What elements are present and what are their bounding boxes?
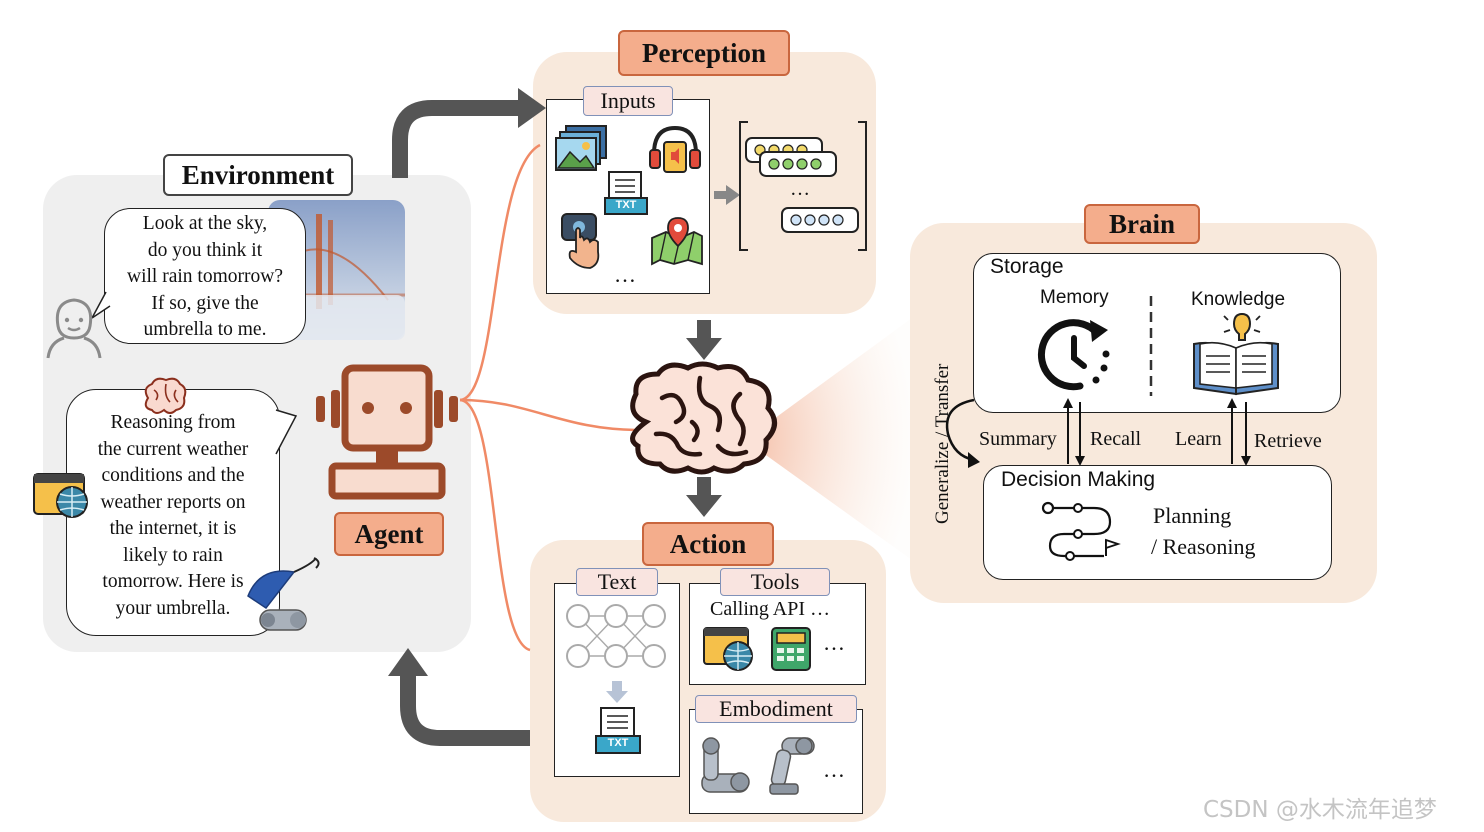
generalize-transfer-label: Generalize / Transfer bbox=[932, 363, 953, 524]
neural-network-icon bbox=[566, 604, 666, 668]
embodiment-more-ellipsis: … bbox=[823, 757, 845, 782]
agent-speech-line: tomorrow. Here is bbox=[102, 571, 244, 592]
agent-speech-line: the current weather bbox=[97, 438, 249, 460]
vectors-more-ellipsis: … bbox=[790, 178, 810, 200]
storage-box bbox=[973, 253, 1341, 413]
calling-api-label: Calling API … bbox=[710, 598, 831, 620]
brain-title: Brain bbox=[1084, 204, 1200, 244]
storage-divider bbox=[1149, 296, 1153, 396]
planning-label: Planning bbox=[1153, 503, 1232, 528]
audio-headphones-icon bbox=[649, 125, 701, 173]
txt-icon-text: TXT bbox=[615, 199, 637, 211]
embodiment-label: Embodiment bbox=[695, 695, 857, 723]
web-api-icon bbox=[703, 627, 753, 671]
perception-title: Perception bbox=[618, 30, 790, 76]
user-speech-line: If so, give the bbox=[151, 292, 259, 314]
agent-label: Agent bbox=[334, 512, 444, 556]
agent-speech-line: your umbrella. bbox=[115, 597, 231, 619]
user-speech-line: umbrella to me. bbox=[143, 319, 267, 340]
touch-hand-icon bbox=[561, 213, 600, 269]
user-speech-bubble: Look at the sky, do you think it will ra… bbox=[104, 208, 306, 344]
agent-bubble-tail bbox=[275, 409, 298, 455]
user-speech-line: Look at the sky, bbox=[142, 213, 268, 234]
images-icon bbox=[555, 125, 607, 171]
robot-arm-icon-2 bbox=[769, 737, 815, 795]
agent-robot-icon bbox=[316, 364, 458, 500]
txt-output-icon: TXT bbox=[595, 707, 641, 758]
action-to-env-arrow bbox=[400, 672, 530, 746]
user-speech-line: will rain tomorrow? bbox=[127, 266, 283, 287]
txt-document-icon: TXT bbox=[604, 171, 648, 218]
user-person-icon bbox=[46, 298, 102, 359]
text-action-label: Text bbox=[576, 568, 658, 596]
robot-arm-icon-1 bbox=[701, 737, 750, 793]
web-browser-icon bbox=[33, 473, 88, 518]
embedding-vectors-icon bbox=[739, 121, 867, 251]
action-title: Action bbox=[642, 522, 774, 566]
agent-to-brain-curve bbox=[459, 398, 641, 432]
brain-beam bbox=[745, 318, 912, 560]
calculator-icon bbox=[771, 627, 811, 671]
learn-label: Learn bbox=[1175, 428, 1222, 450]
central-brain-icon bbox=[630, 361, 777, 475]
map-location-icon bbox=[651, 217, 703, 266]
memory-clock-icon bbox=[1038, 319, 1110, 391]
recall-label: Recall bbox=[1090, 428, 1142, 450]
reasoning-label: / Reasoning bbox=[1151, 534, 1256, 559]
user-speech-line: do you think it bbox=[147, 239, 263, 261]
decision-making-label: Decision Making bbox=[1001, 468, 1156, 491]
env-to-perception-arrow bbox=[392, 100, 522, 178]
retrieve-label: Retrieve bbox=[1254, 430, 1322, 452]
storage-label: Storage bbox=[990, 255, 1064, 278]
agent-to-action-curve bbox=[459, 398, 531, 652]
agent-speech-bubble: Reasoning from the current weather condi… bbox=[66, 389, 280, 636]
csdn-watermark: CSDN @水木流年追梦 bbox=[1203, 797, 1437, 823]
knowledge-book-icon bbox=[1193, 312, 1279, 396]
storage-decision-arrows bbox=[1063, 398, 1251, 466]
agent-to-perception-curve bbox=[459, 143, 541, 402]
inputs-label: Inputs bbox=[583, 86, 673, 116]
knowledge-label: Knowledge bbox=[1191, 289, 1286, 310]
inputs-to-vectors-arrow bbox=[714, 185, 740, 205]
agent-speech-line: weather reports on bbox=[100, 491, 246, 513]
memory-label: Memory bbox=[1040, 287, 1109, 308]
tools-more-ellipsis: … bbox=[823, 630, 845, 655]
planning-route-icon bbox=[1041, 501, 1121, 561]
environment-title: Environment bbox=[163, 154, 353, 196]
brain-small-icon bbox=[144, 377, 187, 414]
agent-speech-line: the internet, it is bbox=[109, 518, 237, 539]
generalize-curved-arrow bbox=[945, 398, 980, 468]
agent-speech-line: conditions and the bbox=[101, 465, 245, 486]
tools-label: Tools bbox=[720, 568, 830, 596]
summary-label: Summary bbox=[979, 428, 1057, 450]
agent-speech-line: Reasoning from bbox=[110, 412, 236, 433]
agent-speech-line: likely to rain bbox=[123, 544, 223, 566]
inputs-more-ellipsis: … bbox=[614, 262, 636, 287]
decision-making-box bbox=[983, 465, 1332, 580]
nn-to-text-arrow bbox=[606, 681, 628, 703]
txt-output-icon-text: TXT bbox=[607, 737, 629, 749]
umbrella-robot-arm-icon bbox=[247, 557, 320, 631]
